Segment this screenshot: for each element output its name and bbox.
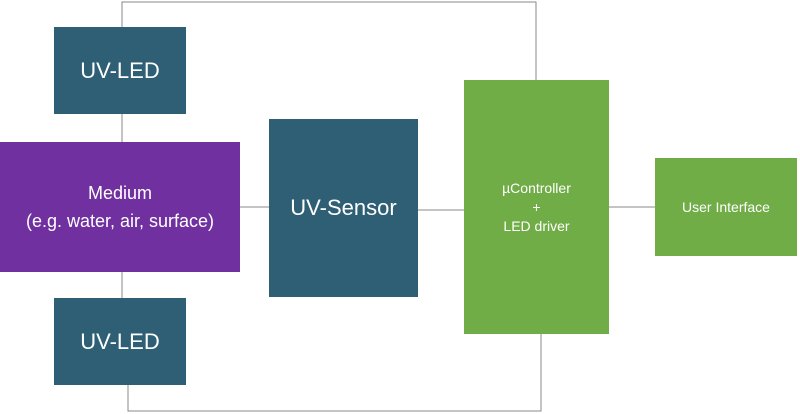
- user-interface-label: User Interface: [682, 199, 770, 215]
- uv-led-top-block: UV-LED: [54, 27, 186, 114]
- uv-led-bottom-block: UV-LED: [54, 298, 186, 385]
- medium-block: Medium (e.g. water, air, surface): [0, 142, 240, 272]
- controller-label: µController + LED driver: [502, 179, 571, 234]
- user-interface-block: User Interface: [655, 158, 797, 256]
- connector-top-loop: [121, 1, 537, 80]
- uv-led-bottom-label: UV-LED: [80, 328, 160, 354]
- connector-bottom-loop: [127, 334, 542, 412]
- uv-led-top-label: UV-LED: [80, 57, 160, 83]
- uv-sensor-label: UV-Sensor: [290, 195, 397, 220]
- medium-label: Medium (e.g. water, air, surface): [25, 183, 215, 231]
- controller-block: µController + LED driver: [464, 80, 609, 334]
- uv-sensor-block: UV-Sensor: [269, 119, 418, 297]
